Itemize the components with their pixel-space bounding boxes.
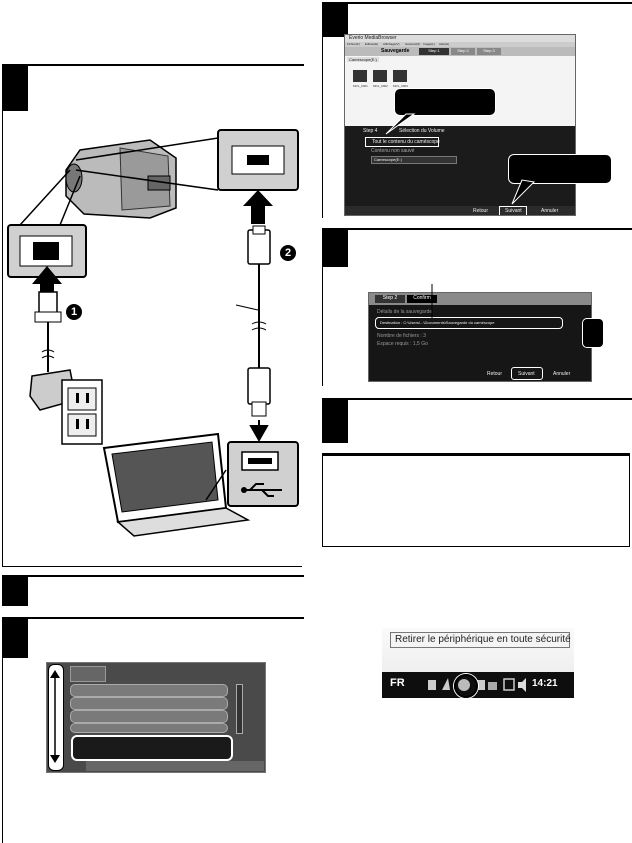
cancel-button[interactable]: Annuler bbox=[541, 208, 559, 214]
step-header-bar bbox=[2, 575, 304, 577]
thumbnail[interactable] bbox=[373, 70, 387, 82]
next-button[interactable]: Suivant bbox=[499, 206, 527, 215]
callout-number-2: 2 bbox=[280, 245, 296, 261]
section-rule bbox=[322, 267, 323, 386]
cancel-button[interactable]: Annuler bbox=[553, 371, 571, 377]
back-button[interactable]: Retour bbox=[473, 208, 489, 214]
menu-item[interactable]: Aide(H) bbox=[439, 42, 450, 46]
clock: 14:21 bbox=[532, 678, 558, 689]
callout-box bbox=[394, 88, 496, 116]
menu-bottom-bar bbox=[86, 761, 264, 771]
step-tab: Step 2 bbox=[375, 295, 405, 303]
backup-wizard-screenshot: Everio MediaBrowser Fichier(F) Édition(E… bbox=[344, 34, 576, 216]
safely-remove-highlight[interactable] bbox=[454, 674, 478, 698]
menu-item[interactable] bbox=[70, 723, 228, 733]
menu-item[interactable]: Affichage(V) bbox=[383, 42, 400, 46]
usb-mode-tab bbox=[70, 666, 106, 682]
section-rule bbox=[2, 111, 3, 566]
menu-item[interactable] bbox=[70, 697, 228, 710]
pointer-line bbox=[431, 284, 433, 318]
tray-app-icon bbox=[428, 680, 436, 690]
thumbnail[interactable] bbox=[353, 70, 367, 82]
wizard-header: Sauvegarde Step 1 Step 2 Step 3 bbox=[345, 47, 575, 56]
step-tab: Step 3 bbox=[477, 48, 501, 55]
back-button[interactable]: Retour bbox=[487, 371, 503, 377]
laptop-icon bbox=[102, 432, 251, 537]
callout-number-1: 1 bbox=[66, 304, 82, 320]
step-marker bbox=[322, 399, 348, 443]
step-marker bbox=[322, 229, 348, 267]
tray-icon bbox=[476, 680, 485, 690]
scroll-arrows-icon bbox=[50, 670, 60, 763]
confirm-screenshot: Step 2 Confirm Détails de la sauvegarde … bbox=[368, 292, 592, 382]
language-indicator[interactable]: FR bbox=[390, 677, 405, 689]
confirm-tabs: Step 2 Confirm bbox=[369, 293, 591, 305]
connection-illustration bbox=[7, 129, 299, 537]
menu-bar: Fichier(F) Édition(E) Affichage(V) Gesti… bbox=[345, 42, 575, 47]
thumbnail[interactable] bbox=[393, 70, 407, 82]
callout-box bbox=[582, 318, 604, 348]
tooltip: Retirer le périphérique en toute sécurit… bbox=[390, 632, 571, 648]
callout-pointers bbox=[385, 113, 536, 205]
next-button[interactable]: Suivant bbox=[511, 367, 543, 380]
display-icon bbox=[503, 678, 515, 691]
step-header-bar bbox=[322, 228, 632, 230]
window-titlebar: Everio MediaBrowser bbox=[345, 35, 575, 42]
option-unsaved-content[interactable]: Contenu non sauvé bbox=[371, 148, 415, 154]
menu-item[interactable]: Image(L) bbox=[423, 42, 436, 46]
menu-item[interactable] bbox=[70, 710, 228, 723]
menu-item[interactable]: Gestion(M) bbox=[405, 42, 420, 46]
section-rule bbox=[322, 37, 323, 218]
scroll-bar[interactable] bbox=[48, 664, 64, 771]
network-icon bbox=[442, 678, 450, 690]
step-tab-active: Confirm bbox=[407, 295, 437, 303]
menu-item-selected[interactable] bbox=[71, 735, 233, 761]
option-all-content[interactable]: Tout le contenu du caméscope bbox=[365, 137, 440, 147]
callout-box bbox=[508, 154, 612, 184]
volume-icon bbox=[518, 678, 526, 692]
menu-item[interactable] bbox=[70, 684, 228, 697]
device-label: Camescope(E:) bbox=[347, 57, 379, 62]
step-header-bar bbox=[2, 617, 304, 619]
step-header-bar bbox=[2, 64, 304, 66]
section-rule bbox=[2, 658, 3, 843]
tray-icon bbox=[488, 682, 497, 690]
step-marker bbox=[322, 3, 348, 37]
step-header-bar bbox=[322, 398, 632, 400]
step-tab: Step 2 bbox=[451, 48, 475, 55]
note-box bbox=[322, 453, 630, 547]
section-bottom-rule bbox=[2, 566, 302, 567]
menu-item[interactable]: Édition(E) bbox=[365, 42, 379, 46]
menu-scrollbar bbox=[236, 684, 243, 734]
footer-bar: Retour Suivant Annuler bbox=[345, 206, 575, 215]
step-marker bbox=[2, 576, 28, 606]
step-tab-active: Step 1 bbox=[419, 48, 449, 55]
volume-select[interactable]: Camescope(E:) bbox=[371, 156, 457, 164]
destination-highlight: Destination : C:\Users\...\Documents\Sau… bbox=[375, 317, 563, 329]
step-marker bbox=[2, 65, 28, 111]
system-tray-screenshot: Retirer le périphérique en toute sécurit… bbox=[382, 628, 574, 698]
menu-item[interactable]: Fichier(F) bbox=[347, 42, 360, 46]
step-marker bbox=[2, 618, 28, 658]
camcorder-icon bbox=[65, 139, 177, 219]
step-header-bar bbox=[322, 2, 632, 4]
